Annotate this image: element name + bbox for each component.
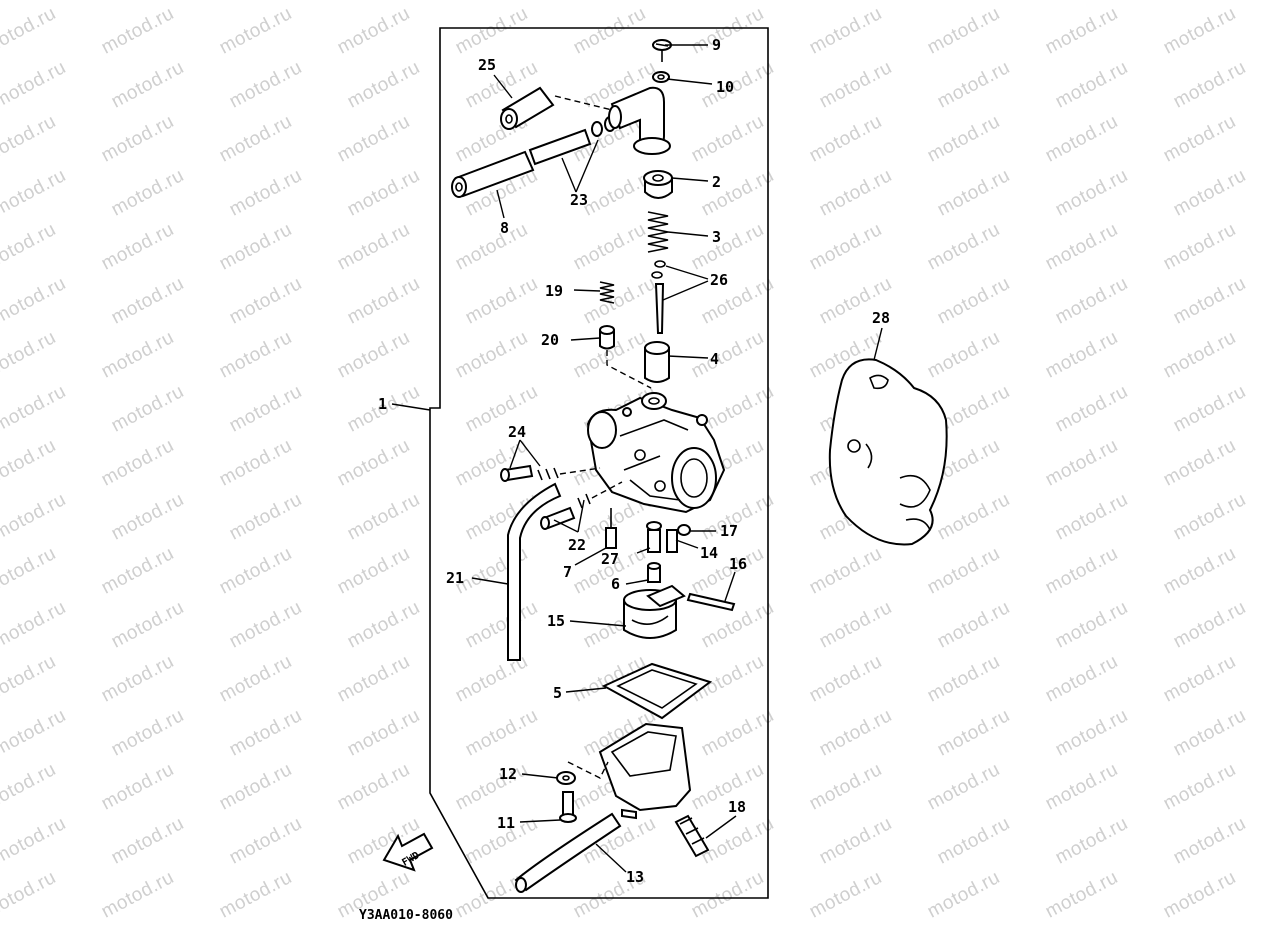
part-22-screw-spring [540,481,623,530]
callout-16: 16 [729,555,747,573]
part-20-adjuster [599,325,615,350]
callout-10: 10 [716,78,734,96]
callout-6: 6 [611,575,620,593]
callout-17: 17 [720,522,738,540]
guide-line-25-fitting [554,95,613,111]
part-6-float-valve [647,562,661,583]
callout-26: 26 [710,271,728,289]
carburetor-body [586,392,726,514]
part-28-cover [828,358,948,546]
part-26-needle-clip [651,260,666,334]
part-25-cap [500,86,555,130]
callout-23: 23 [570,191,588,209]
part-16-float-pin [686,592,736,612]
callout-19: 19 [545,282,563,300]
part-9-screw [652,39,672,62]
part-14-pilot-jet [666,529,678,553]
part-21-overflow-hose [507,482,562,661]
callout-20: 20 [541,331,559,349]
part-8-hose [451,150,535,198]
leader-lines [391,44,883,873]
part-24-screw-spring [500,464,601,482]
callout-21: 21 [446,569,464,587]
part-27-main-jet [646,521,662,553]
part-11-screw [559,791,577,823]
figure-code: Y3AA010-8060 [359,908,453,923]
callout-1: 1 [378,395,387,413]
callout-5: 5 [553,684,562,702]
callout-28: 28 [872,309,890,327]
part-elbow-fitting [608,86,671,155]
part-13-drain-hose [514,812,622,893]
callout-9: 9 [712,36,721,54]
callout-15: 15 [547,612,565,630]
guide-line-20-4 [606,350,652,389]
callout-18: 18 [728,798,746,816]
callout-11: 11 [497,814,515,832]
part-19-spring [599,281,615,304]
callout-14: 14 [700,544,718,562]
callout-labels: 1 2 3 4 5 6 7 8 9 10 11 12 13 14 15 16 1… [378,36,890,886]
callout-8: 8 [500,219,509,237]
callout-27: 27 [601,550,619,568]
assembly-outline [429,27,769,899]
part-17-jet [677,524,691,536]
callout-3: 3 [712,228,721,246]
callout-7: 7 [563,563,572,581]
fwd-direction-badge: FWD [382,832,434,872]
callout-4: 4 [710,350,719,368]
float-chamber [598,722,692,820]
callout-13: 13 [626,868,644,886]
part-23-sleeve [528,116,616,166]
part-10-washer [652,71,670,83]
part-4-throttle-valve [644,341,670,383]
callout-25: 25 [478,56,496,74]
callout-2: 2 [712,173,721,191]
part-12-washer [556,771,576,785]
callout-22: 22 [568,536,586,554]
part-18-drain-screw [674,814,710,858]
part-15-float [623,584,686,639]
callout-12: 12 [499,765,517,783]
part-3-spring [647,211,669,253]
part-5-gasket [601,662,713,720]
callout-24: 24 [508,423,526,441]
part-2-top-cap [643,170,673,199]
part-7-needle-jet [605,508,617,549]
guide-line-12 [567,761,609,779]
